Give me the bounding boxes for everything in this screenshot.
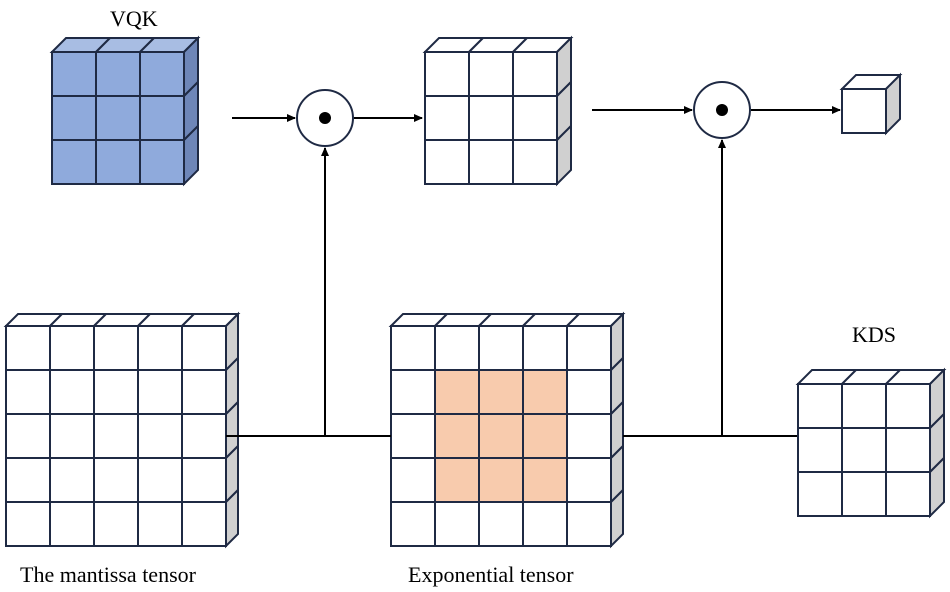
tensor-cell	[137, 457, 183, 503]
tensor-cell	[468, 51, 514, 97]
tensor-cell	[390, 501, 436, 547]
tensor-cell	[181, 413, 227, 459]
tensor-cell	[137, 325, 183, 371]
tensor-cell	[424, 95, 470, 141]
vqk-cube	[49, 35, 201, 187]
tensor-cell	[137, 413, 183, 459]
tensor-cell	[566, 501, 612, 547]
tensor-cell	[885, 383, 931, 429]
tensor-cell	[434, 501, 480, 547]
tensor-cell	[797, 427, 843, 473]
operator-dot	[319, 112, 331, 124]
tensor-cell	[566, 325, 612, 371]
tensor-cell	[93, 501, 139, 547]
tensor-cell	[49, 501, 95, 547]
tensor-cell	[181, 457, 227, 503]
tensor-cell	[5, 325, 51, 371]
tensor-cell	[49, 457, 95, 503]
tensor-cell	[797, 383, 843, 429]
tensor-cell	[566, 457, 612, 503]
tensor-cell	[566, 369, 612, 415]
kds-cube	[795, 367, 947, 519]
tensor-cell	[139, 95, 185, 141]
tensor-cell	[93, 325, 139, 371]
tensor-cell	[390, 325, 436, 371]
highlight-cell	[434, 413, 480, 459]
tensor-cell	[390, 457, 436, 503]
highlight-cell	[478, 369, 524, 415]
intermediate-cube	[422, 35, 574, 187]
operator-dot	[716, 104, 728, 116]
vqk-label: VQK	[110, 6, 158, 31]
hadamard-operator-2	[693, 81, 751, 139]
tensor-cell	[468, 139, 514, 185]
tensor-cell	[95, 95, 141, 141]
tensor-cell	[478, 325, 524, 371]
tensor-cell	[51, 139, 97, 185]
tensor-cell	[522, 325, 568, 371]
highlight-cell	[478, 413, 524, 459]
tensor-cell	[390, 369, 436, 415]
tensor-cell	[95, 51, 141, 97]
highlight-cell	[522, 369, 568, 415]
tensor-cell	[139, 51, 185, 97]
tensor-cell	[841, 88, 887, 134]
tensor-cell	[566, 413, 612, 459]
tensor-cell	[512, 95, 558, 141]
tensor-cell	[522, 501, 568, 547]
tensor-cell	[468, 95, 514, 141]
tensor-cell	[93, 369, 139, 415]
tensor-cell	[181, 325, 227, 371]
tensor-cell	[5, 413, 51, 459]
tensor-cell	[512, 139, 558, 185]
tensor-cell	[885, 427, 931, 473]
tensor-cell	[478, 501, 524, 547]
tensor-cell	[434, 325, 480, 371]
tensor-cell	[841, 383, 887, 429]
tensor-cell	[49, 325, 95, 371]
tensor-cell	[137, 501, 183, 547]
tensor-cell	[93, 413, 139, 459]
tensor-cell	[885, 471, 931, 517]
tensor-cell	[51, 95, 97, 141]
tensor-cell	[49, 369, 95, 415]
tensor-cell	[49, 413, 95, 459]
exponential-tensor-label: Exponential tensor	[408, 562, 574, 587]
tensor-cell	[181, 501, 227, 547]
tensor-cell	[5, 457, 51, 503]
tensor-cell	[841, 427, 887, 473]
highlight-cell	[434, 457, 480, 503]
tensor-cell	[51, 51, 97, 97]
exponential-tensor	[388, 311, 626, 549]
highlight-cell	[478, 457, 524, 503]
highlight-cell	[522, 457, 568, 503]
tensor-cell	[5, 501, 51, 547]
tensor-cell	[797, 471, 843, 517]
tensor-cell	[95, 139, 141, 185]
output-cube	[839, 72, 903, 136]
hadamard-operator-1	[296, 89, 354, 147]
kds-label: KDS	[852, 322, 897, 347]
tensor-cell	[5, 369, 51, 415]
tensor-cell	[137, 369, 183, 415]
tensor-cell	[841, 471, 887, 517]
tensor-cell	[424, 51, 470, 97]
tensor-cell	[93, 457, 139, 503]
mantissa-tensor	[3, 311, 241, 549]
tensor-cell	[181, 369, 227, 415]
highlight-cell	[434, 369, 480, 415]
tensor-cell	[424, 139, 470, 185]
tensor-cell	[390, 413, 436, 459]
highlight-cell	[522, 413, 568, 459]
tensor-cell	[512, 51, 558, 97]
mantissa-tensor-label: The mantissa tensor	[20, 562, 196, 587]
tensor-cell	[139, 139, 185, 185]
